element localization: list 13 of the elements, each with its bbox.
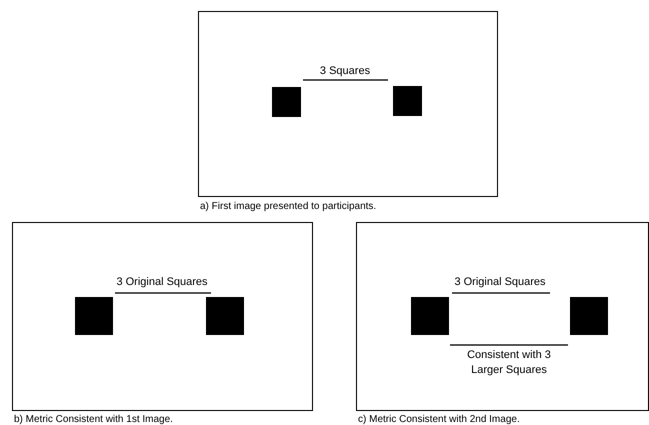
distance-label: 3 Squares xyxy=(318,64,372,79)
square xyxy=(206,297,244,335)
square xyxy=(411,297,449,335)
square xyxy=(393,86,422,116)
square xyxy=(570,297,608,335)
distance-label: Consistent with 3 Larger Squares xyxy=(466,348,552,378)
distance-label: 3 Original Squares xyxy=(453,275,547,290)
panel-caption: a) First image presented to participants. xyxy=(200,201,376,212)
square xyxy=(272,87,301,117)
square xyxy=(75,297,113,335)
distance-label: 3 Original Squares xyxy=(115,275,209,290)
panel-caption: b) Metric Consistent with 1st Image. xyxy=(14,414,173,425)
panel-caption: c) Metric Consistent with 2nd Image. xyxy=(358,414,520,425)
